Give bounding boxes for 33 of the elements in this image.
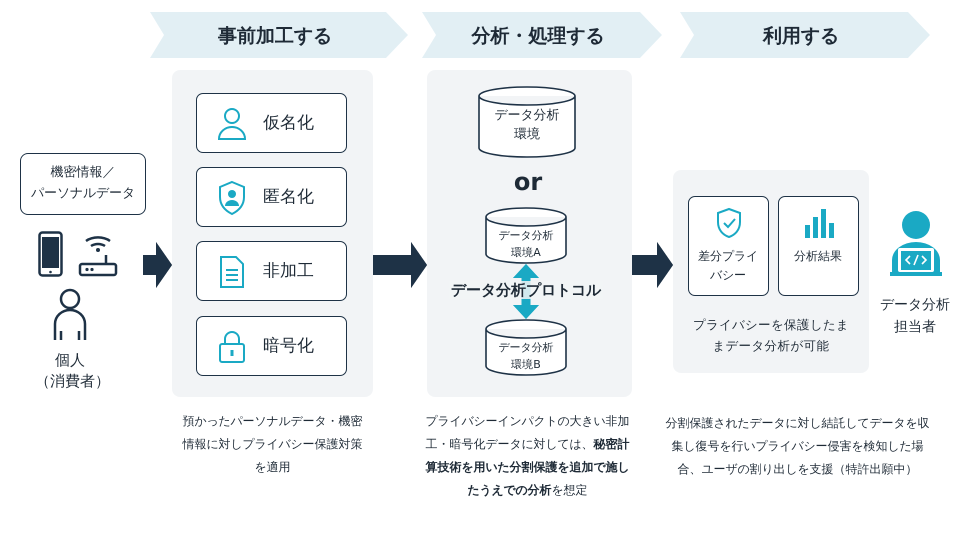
person-label: 個人（消費者）	[35, 350, 105, 392]
method-card	[196, 93, 347, 153]
cylinder-label: データ分析環境B	[498, 340, 554, 373]
method-card	[196, 316, 347, 376]
card-label: 非加工	[263, 260, 314, 282]
box-label: 機密情報／パーソナルデータ	[30, 164, 136, 203]
card-label: 差分プライバシー	[697, 248, 759, 284]
description-text: 預かったパーソナルデータ・機密情報に対しプライバシー保護対策を適用	[181, 413, 364, 476]
card-label: 仮名化	[263, 112, 314, 134]
card-label: 匿名化	[263, 186, 314, 208]
cylinder-label: データ分析環境	[494, 107, 560, 144]
method-card	[196, 241, 347, 301]
data-box	[20, 153, 146, 215]
step-banner	[150, 12, 408, 58]
person-label: データ分析担当者	[879, 296, 951, 337]
method-card	[196, 167, 347, 227]
step-title: 分析・処理する	[470, 24, 606, 49]
card-label: 暗号化	[263, 335, 314, 357]
panel-background	[673, 170, 869, 373]
step-title: 事前加工する	[217, 24, 333, 49]
or-label: or	[512, 168, 544, 196]
step-title: 利用する	[762, 24, 840, 49]
result-card	[688, 196, 769, 296]
step-banner	[422, 12, 662, 58]
description-text: プライバシーインパクトの大きい非加工・暗号化データに対しては、秘密計算技術を用いた分割保護を追加で施したうえでの分析を想定	[424, 413, 630, 499]
result-card	[778, 196, 859, 296]
card-label: 分析結果	[793, 248, 843, 265]
panel-background	[172, 70, 373, 397]
step-banner	[680, 12, 930, 58]
cylinder-label: データ分析環境A	[498, 228, 554, 261]
description-text: 分割保護されたデータに対し結託してデータを収集し復号を行いプライバシー侵害を検知した場合、ユーザの割り出しを支援（特許出願中）	[665, 415, 930, 478]
panel-background	[427, 70, 632, 397]
panel-text: プライバシーを保護したままデータ分析が可能	[692, 316, 850, 355]
